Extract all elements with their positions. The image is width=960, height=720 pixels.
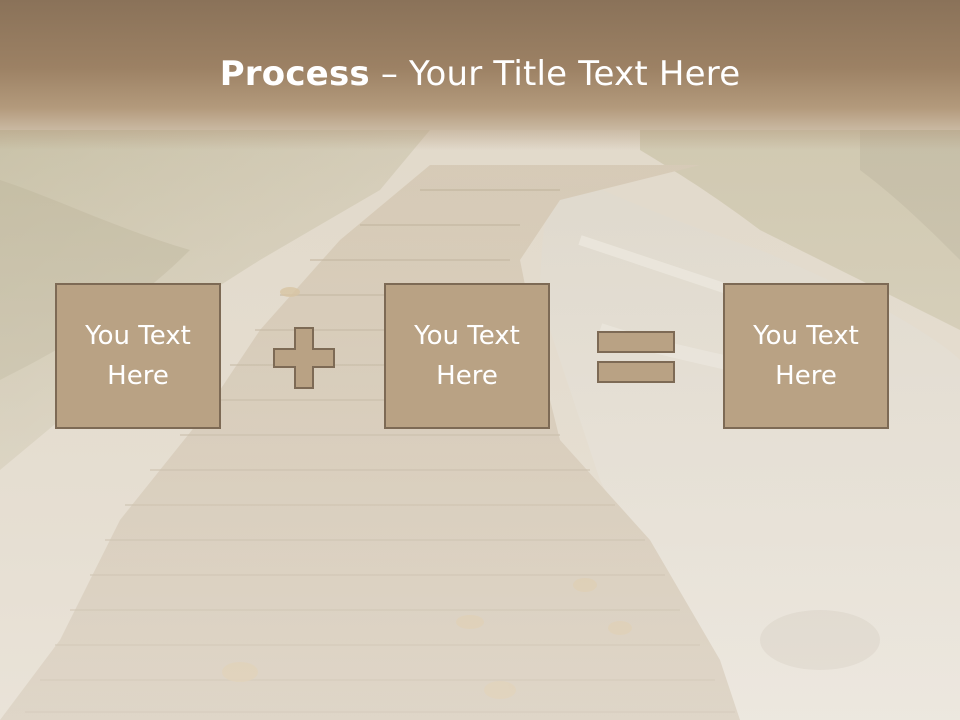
process-box-2-text: You Text Here [414,321,520,391]
title-bold-text: Process [219,54,370,94]
process-box-3[interactable]: You Text Here [723,283,889,429]
process-box-3-text: You Text Here [753,321,859,391]
plus-icon [273,327,335,389]
process-box-1-text: You Text Here [85,321,191,391]
slide-title: Process – Your Title Text Here [0,52,960,96]
title-band [0,0,960,150]
equals-icon [597,331,675,383]
process-box-2[interactable]: You Text Here [384,283,550,429]
title-rest-text: – Your Title Text Here [369,54,741,94]
process-box-1[interactable]: You Text Here [55,283,221,429]
